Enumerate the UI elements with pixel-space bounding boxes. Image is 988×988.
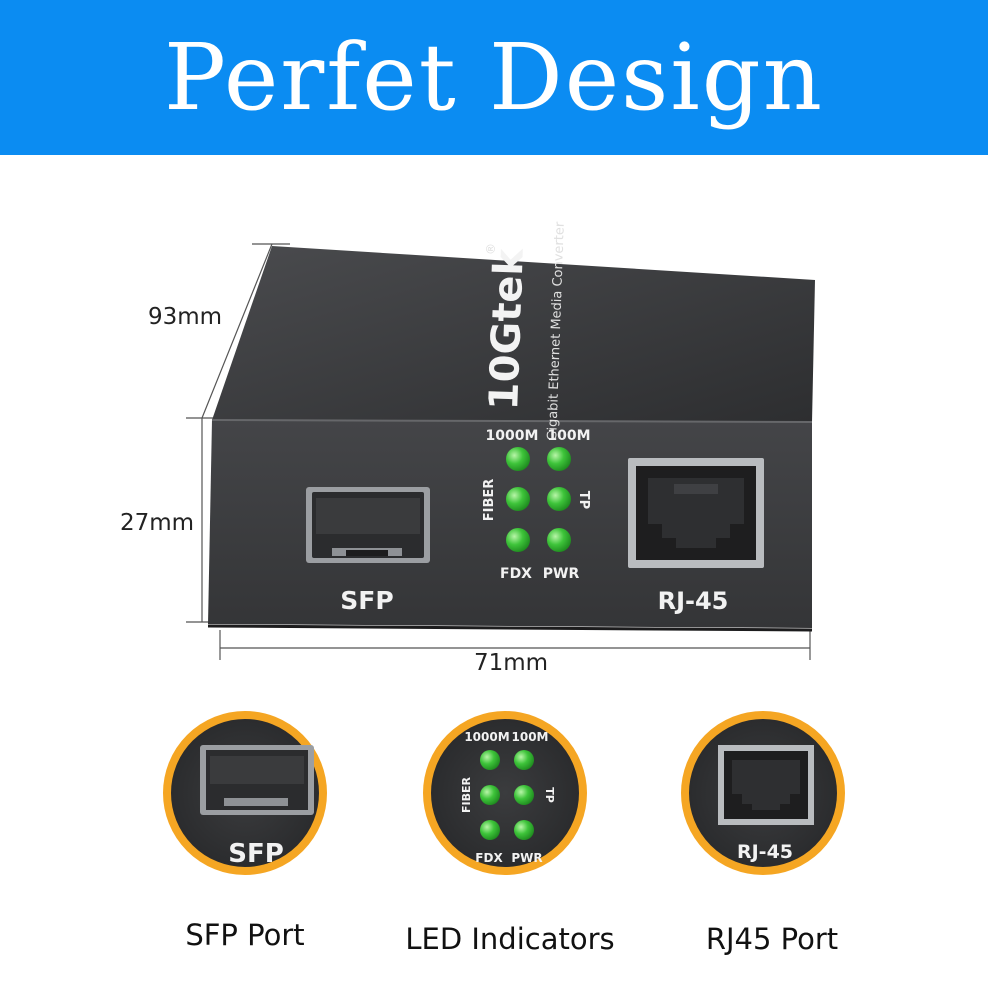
header-banner: Perfet Design [0,0,988,155]
callout-rj45: RJ-45 [681,711,845,875]
led-1000m [506,447,530,471]
banner-title: Perfet Design [164,24,824,131]
svg-text:TP: TP [543,787,556,803]
led-label-100m: 100M [547,428,590,444]
svg-text:10Gtek: 10Gtek [481,247,533,411]
led-label-pwr: PWR [543,566,580,582]
svg-text:1000M: 1000M [464,730,509,744]
svg-text:FIBER: FIBER [460,776,473,813]
dimension-lines [186,243,811,660]
svg-text:100M: 100M [512,730,549,744]
svg-text:FDX: FDX [475,851,503,865]
led-tp [547,487,571,511]
brand-logo: 10Gtek Gigabit Ethernet Media Converter … [481,221,568,441]
svg-text:PWR: PWR [511,851,542,865]
sfp-port [306,487,430,563]
svg-text:®: ® [484,243,498,255]
rj45-label: RJ-45 [658,587,729,615]
led-label-fiber: FIBER [482,479,497,522]
led-label-fdx: FDX [500,566,532,582]
caption-sfp-port: SFP Port [185,918,305,952]
device-top [212,246,815,422]
sfp-label: SFP [340,586,393,615]
led-100m [547,447,571,471]
caption-led-indicators: LED Indicators [405,922,615,956]
led-fdx [506,528,530,552]
led-fiber [506,487,530,511]
rj45-port [628,458,764,568]
led-label-tp: TP [576,491,591,509]
led-label-1000m: 1000M [486,428,539,444]
dimension-height: 27mm [120,510,195,536]
led-pwr [547,528,571,552]
dimension-width: 71mm [474,650,549,676]
dimension-depth: 93mm [148,304,223,330]
caption-rj45-port: RJ45 Port [705,922,839,956]
callout-rj45-label: RJ-45 [737,841,793,863]
callout-led: 1000M 100M FIBER TP FDX PWR [423,711,587,875]
callout-sfp: SFP [163,711,327,875]
callout-sfp-label: SFP [228,839,284,869]
